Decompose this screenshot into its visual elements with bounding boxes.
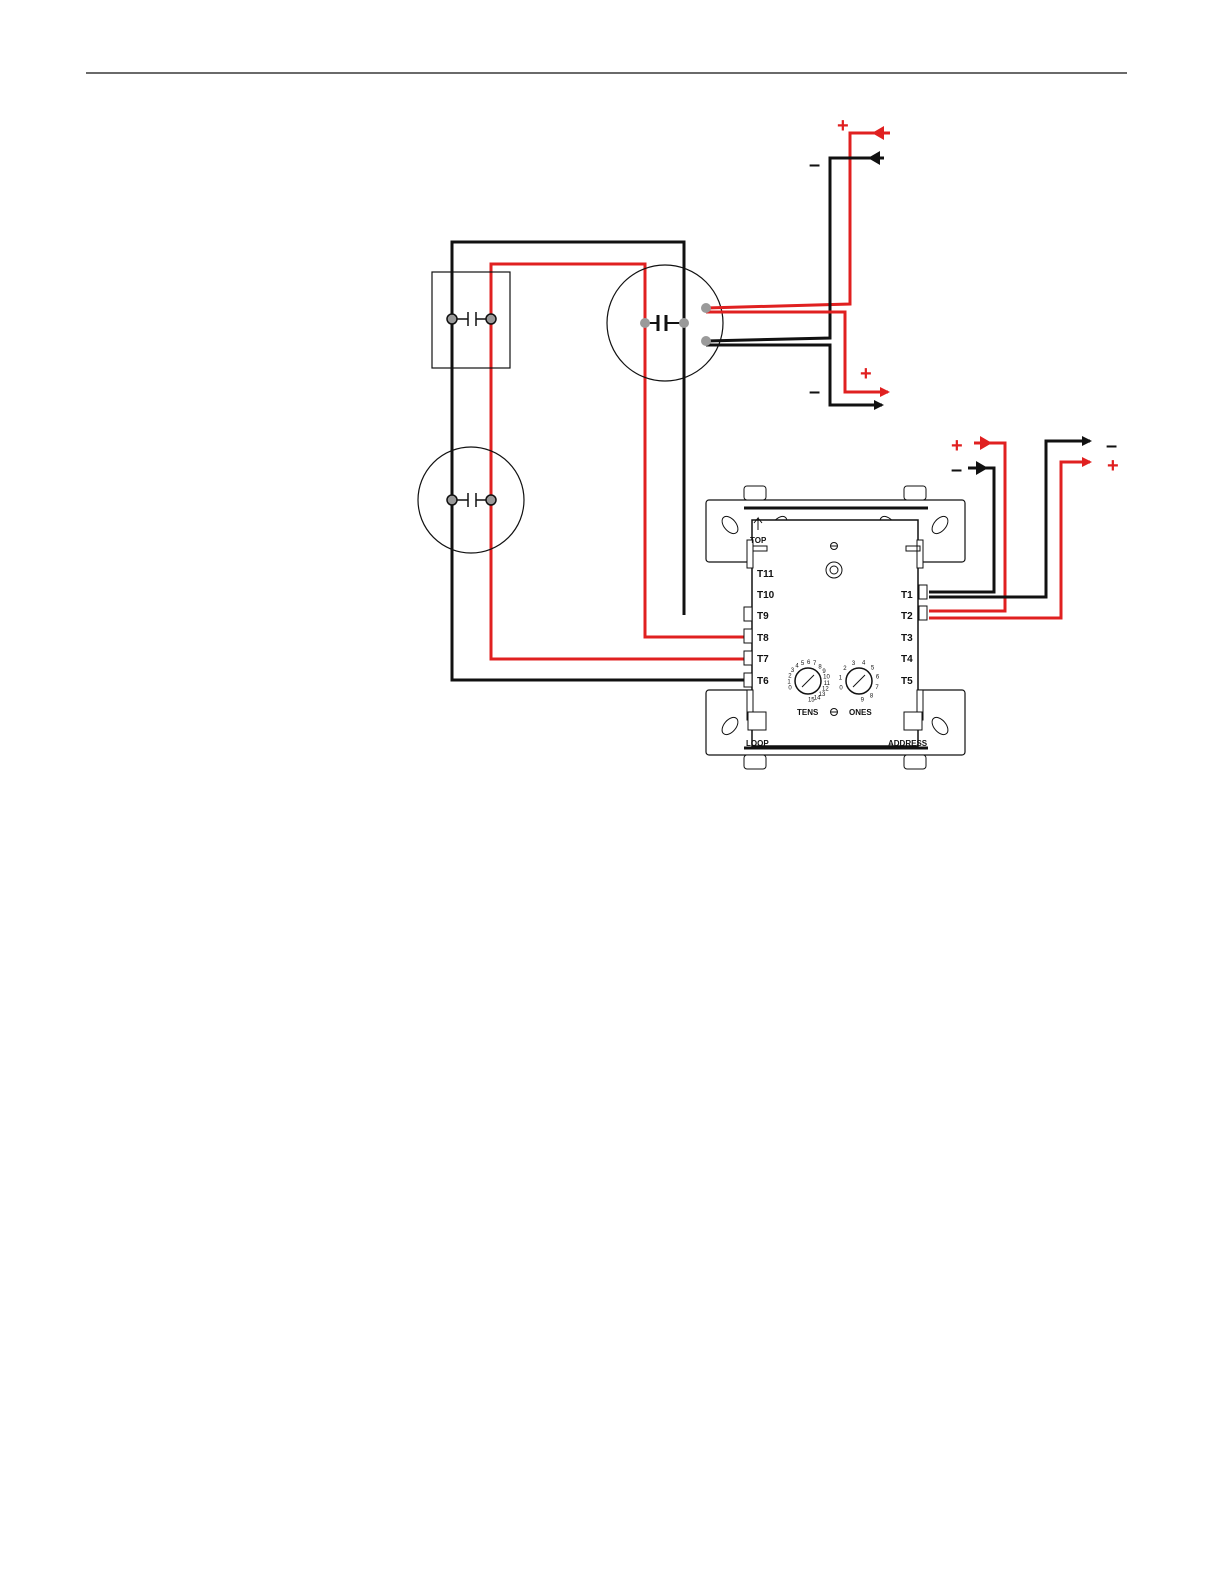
dial-number: 14 <box>814 696 821 702</box>
dial-number: 10 <box>823 675 830 681</box>
terminal-dot <box>486 314 496 324</box>
terminal-label: T8 <box>757 633 769 644</box>
terminal-label: T7 <box>757 654 769 665</box>
terminal-dot <box>640 318 650 328</box>
left-screw-terminals <box>744 607 752 687</box>
terminal-label: T5 <box>901 676 913 687</box>
terminal-dot <box>447 495 457 505</box>
right-screw-terminals <box>919 585 927 620</box>
arrow-head-icon <box>980 436 992 450</box>
detector-circle-upper <box>607 265 723 381</box>
terminal-dot <box>701 303 711 313</box>
plus-sign: + <box>951 435 963 457</box>
terminal-label: T3 <box>901 633 913 644</box>
minus-sign: – <box>809 381 820 403</box>
minus-sign: – <box>1106 435 1117 457</box>
terminal-label: T2 <box>901 611 913 622</box>
black-power-in-wire <box>706 158 884 341</box>
terminal-dot <box>679 318 689 328</box>
tens-label: TENS <box>797 708 819 717</box>
pull-station-device <box>432 272 510 368</box>
arrow-head-icon <box>868 151 880 165</box>
terminal-label: T6 <box>757 676 769 687</box>
loop-label: LOOP <box>746 739 769 748</box>
terminal-dot <box>701 336 711 346</box>
black-power-out-wire <box>706 345 882 405</box>
terminal-dot <box>486 495 496 505</box>
minus-sign: – <box>951 459 962 481</box>
detector-circle-lower <box>418 447 524 553</box>
plus-sign: + <box>1107 455 1119 477</box>
control-module: TOP T11 T10 T9 T8 T7 T6 T1 T2 T3 T4 T5 <box>706 486 965 769</box>
arrow-head-icon <box>976 461 988 475</box>
terminal-label: T11 <box>757 569 774 580</box>
top-label: TOP <box>750 536 767 545</box>
terminal-label: T10 <box>757 590 775 601</box>
arrow-head-icon <box>872 126 884 140</box>
minus-sign: – <box>809 154 820 176</box>
plus-sign: + <box>837 115 849 137</box>
terminal-label: T9 <box>757 611 769 622</box>
plus-sign: + <box>860 363 872 385</box>
red-loop-wire <box>491 264 745 659</box>
address-label: ADDRESS <box>888 739 928 748</box>
ones-label: ONES <box>849 708 872 717</box>
terminal-dot <box>447 314 457 324</box>
dial-number: 15 <box>808 698 815 704</box>
terminal-label: T4 <box>901 654 913 665</box>
terminal-label: T1 <box>901 590 913 601</box>
